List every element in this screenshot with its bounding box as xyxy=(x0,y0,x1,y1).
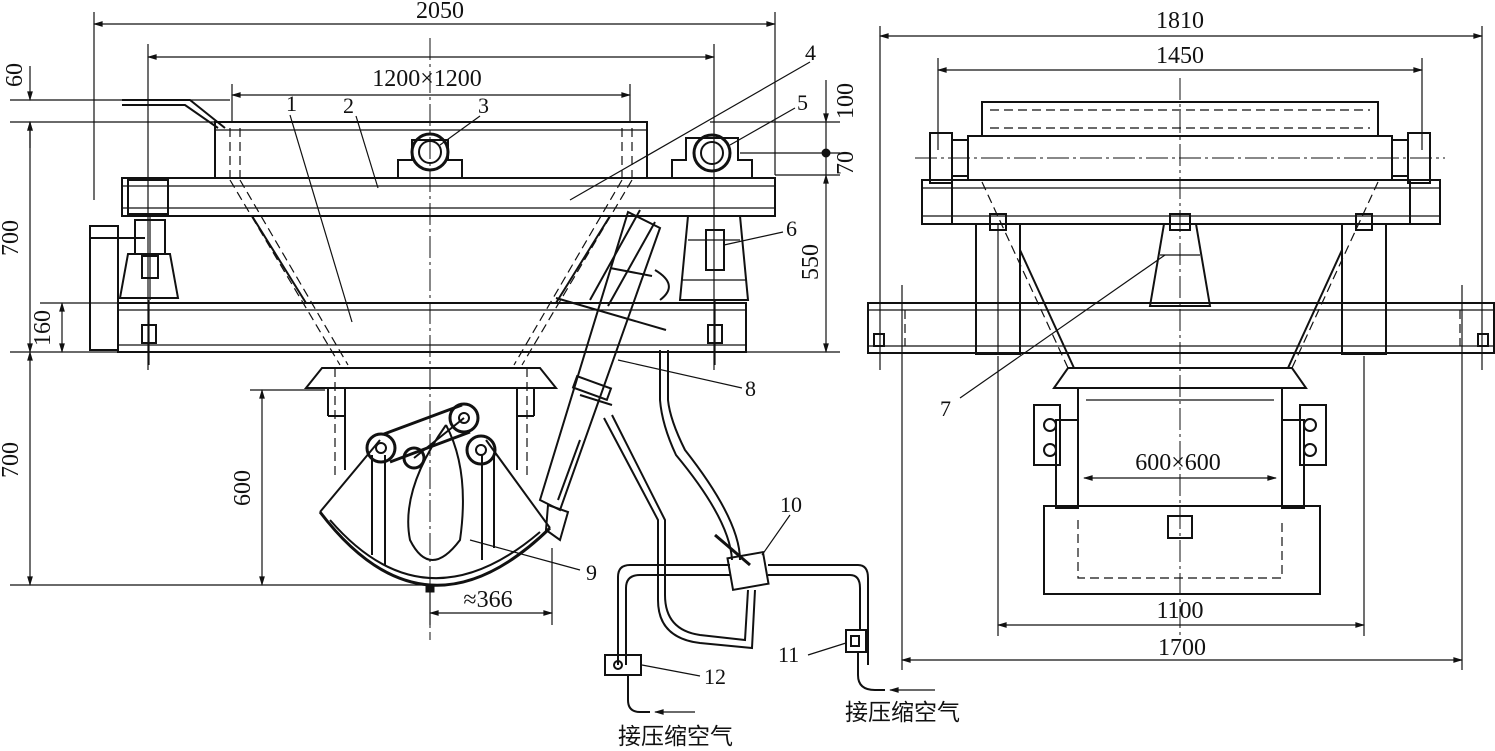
dim-1100-text: 1100 xyxy=(1156,598,1203,624)
air-piping xyxy=(603,350,885,713)
part-number-labels: 1 2 3 4 5 6 8 9 10 11 12 xyxy=(286,40,816,689)
part-label-2: 2 xyxy=(343,93,354,118)
dim-70-text: 70 xyxy=(833,151,859,175)
dim-2050: 2050 xyxy=(93,0,776,200)
part-label-12: 12 xyxy=(704,664,726,689)
dim-right-stack: 100 70 550 xyxy=(710,80,859,353)
part-label-5: 5 xyxy=(797,90,808,115)
dim-1810-text: 1810 xyxy=(1156,8,1204,34)
dim-366-text: ≈366 xyxy=(463,587,512,613)
dim-600x600-text: 600×600 xyxy=(1135,450,1221,476)
part-label-4: 4 xyxy=(805,40,816,65)
leader-7 xyxy=(959,254,1166,399)
part-label-7: 7 xyxy=(940,396,951,421)
dim-700-top-text: 700 xyxy=(0,220,24,256)
part-label-10: 10 xyxy=(780,492,802,517)
side-top-beam xyxy=(921,179,1441,225)
top-beam xyxy=(121,177,776,217)
side-hopper xyxy=(981,181,1379,369)
part-label-1: 1 xyxy=(286,91,297,116)
side-posts xyxy=(975,213,1387,355)
dim-1700: 1700 xyxy=(901,285,1463,670)
hopper xyxy=(229,179,633,366)
side-top-gate xyxy=(915,101,1445,184)
air-cylinder xyxy=(538,209,670,542)
dim-600x600: 600×600 xyxy=(1083,450,1277,481)
part-label-6: 6 xyxy=(786,216,797,241)
part-label-3: 3 xyxy=(478,93,489,118)
dim-1450: 1450 xyxy=(937,43,1423,150)
air-note-right: 接压缩空气 xyxy=(845,700,960,726)
dim-1200x1200: 1200×1200 xyxy=(231,66,631,122)
side-lower-beam xyxy=(867,302,1495,354)
sector-gate xyxy=(318,402,552,593)
dim-1200x1200-text: 1200×1200 xyxy=(372,66,482,92)
left-support xyxy=(89,216,180,351)
dim-700-bottom-text: 700 xyxy=(0,442,24,478)
air-note-left: 接压缩空气 xyxy=(618,724,733,750)
upper-gate xyxy=(122,99,753,179)
dim-1100: 1100 xyxy=(997,356,1365,636)
dim-160-text: 160 xyxy=(30,310,56,346)
dim-1810: 1810 xyxy=(879,8,1483,370)
dim-600-text: 600 xyxy=(230,470,256,506)
dim-366: ≈366 xyxy=(429,548,553,625)
dim-60-text: 60 xyxy=(2,63,28,87)
dim-1450-text: 1450 xyxy=(1156,43,1204,69)
dim-100-text: 100 xyxy=(833,83,859,119)
dim-upper-span xyxy=(147,44,715,370)
part-label-11: 11 xyxy=(778,642,799,667)
side-view: 1810 1450 xyxy=(867,8,1495,670)
lower-gate-housing xyxy=(303,367,559,480)
dim-left-stack: 60 700 160 700 600 xyxy=(0,63,430,586)
side-lower-gate xyxy=(1033,367,1327,595)
part-label-8: 8 xyxy=(745,376,756,401)
leader-lines xyxy=(289,61,847,677)
lower-beam xyxy=(117,300,747,365)
right-support xyxy=(678,215,750,301)
front-view: 2050 1200×1200 60 700 xyxy=(0,0,960,750)
air-notes: 接压缩空气 接压缩空气 xyxy=(618,687,960,750)
dim-550-text: 550 xyxy=(798,244,824,280)
part-label-9: 9 xyxy=(586,560,597,585)
dim-1700-text: 1700 xyxy=(1158,635,1206,661)
dim-2050-text: 2050 xyxy=(416,0,464,24)
